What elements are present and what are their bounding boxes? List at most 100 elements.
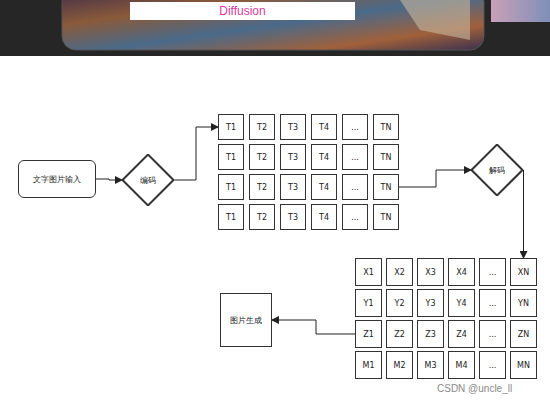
token-cell: TN — [373, 174, 399, 200]
node-text: ZN — [518, 330, 529, 339]
node-text: 文字图片输入 — [33, 174, 81, 185]
token-cell: T3 — [280, 174, 306, 200]
token-cell: TN — [373, 144, 399, 170]
node-text: T3 — [288, 153, 298, 162]
token-cell: TN — [373, 114, 399, 140]
node-text: XN — [518, 268, 529, 277]
node-text: ... — [351, 123, 359, 132]
input-box: 文字图片输入 — [18, 160, 96, 198]
token-cell: YN — [510, 289, 537, 317]
token-cell: MN — [510, 351, 537, 379]
token-cell: T4 — [311, 174, 337, 200]
token-cell: Y4 — [448, 289, 475, 317]
token-cell: T2 — [249, 114, 275, 140]
node-text: T2 — [257, 213, 267, 222]
process-box: 图片生成 — [220, 293, 272, 347]
node-text: T4 — [319, 213, 329, 222]
connector-arrow — [523, 170, 525, 258]
node-text: ... — [351, 153, 359, 162]
node-text: YN — [518, 299, 529, 308]
token-cell: T2 — [249, 204, 275, 230]
node-text: ... — [489, 268, 497, 277]
node-text: Y3 — [426, 299, 436, 308]
node-text: X3 — [425, 268, 436, 277]
token-cell: X2 — [386, 258, 413, 286]
token-cell: ... — [479, 320, 506, 348]
node-text: TN — [381, 183, 392, 192]
token-cell: T2 — [249, 174, 275, 200]
connector-arrow — [96, 179, 122, 180]
node-text: T3 — [288, 213, 298, 222]
node-text: Z3 — [425, 330, 436, 339]
connector-arrow — [399, 170, 471, 187]
node-text: M4 — [456, 361, 468, 370]
node-text: Y2 — [395, 299, 405, 308]
node-text: M1 — [363, 361, 375, 370]
node-text: X2 — [394, 268, 405, 277]
node-text: ... — [351, 213, 359, 222]
token-cell: T4 — [311, 144, 337, 170]
node-text: 解码 — [489, 165, 505, 176]
token-cell: Y3 — [417, 289, 444, 317]
node-text: TN — [381, 123, 392, 132]
token-cell: ... — [342, 204, 368, 230]
node-text: 图片生成 — [230, 315, 262, 326]
token-cell: T1 — [218, 174, 244, 200]
connector-arrow — [174, 127, 218, 180]
token-cell: TN — [373, 204, 399, 230]
node-text: Diffusion — [219, 4, 265, 18]
decision-diamond: 编码 — [122, 154, 174, 206]
node-text: TN — [381, 213, 392, 222]
node-text: ... — [489, 299, 497, 308]
token-cell: M4 — [448, 351, 475, 379]
node-text: Y4 — [457, 299, 467, 308]
token-cell: Z2 — [386, 320, 413, 348]
token-cell: Z4 — [448, 320, 475, 348]
token-cell: T2 — [249, 144, 275, 170]
token-cell: T1 — [218, 204, 244, 230]
node-text: Z2 — [394, 330, 405, 339]
token-cell: M3 — [417, 351, 444, 379]
node-text: T4 — [319, 123, 329, 132]
decision-diamond: 解码 — [471, 144, 523, 196]
node-text: T2 — [257, 123, 267, 132]
node-text: M3 — [425, 361, 437, 370]
token-cell: Y2 — [386, 289, 413, 317]
node-text: T3 — [288, 183, 298, 192]
node-text: TN — [381, 153, 392, 162]
node-text: Z1 — [363, 330, 374, 339]
node-text: T3 — [288, 123, 298, 132]
token-cell: ... — [479, 289, 506, 317]
token-cell: ... — [479, 258, 506, 286]
token-cell: ... — [342, 114, 368, 140]
token-cell: ... — [342, 174, 368, 200]
token-cell: T1 — [218, 144, 244, 170]
connector-arrow — [272, 320, 355, 334]
node-text: ... — [489, 330, 497, 339]
node-text: T1 — [226, 123, 236, 132]
token-cell: ... — [342, 144, 368, 170]
token-cell: T4 — [311, 114, 337, 140]
token-cell: Z1 — [355, 320, 382, 348]
node-text: Z4 — [456, 330, 467, 339]
node-text: T1 — [226, 153, 236, 162]
token-cell: T1 — [218, 114, 244, 140]
node-text: ... — [351, 183, 359, 192]
token-cell: Z3 — [417, 320, 444, 348]
node-text: Y1 — [364, 299, 374, 308]
token-cell: ZN — [510, 320, 537, 348]
token-cell: T3 — [280, 204, 306, 230]
token-cell: X3 — [417, 258, 444, 286]
token-cell: T3 — [280, 144, 306, 170]
node-text: T2 — [257, 183, 267, 192]
node-text: T1 — [226, 183, 236, 192]
node-text: T4 — [319, 153, 329, 162]
node-text: T4 — [319, 183, 329, 192]
node-text: T2 — [257, 153, 267, 162]
token-cell: M1 — [355, 351, 382, 379]
token-cell: ... — [479, 351, 506, 379]
node-text: M2 — [394, 361, 406, 370]
token-cell: Y1 — [355, 289, 382, 317]
